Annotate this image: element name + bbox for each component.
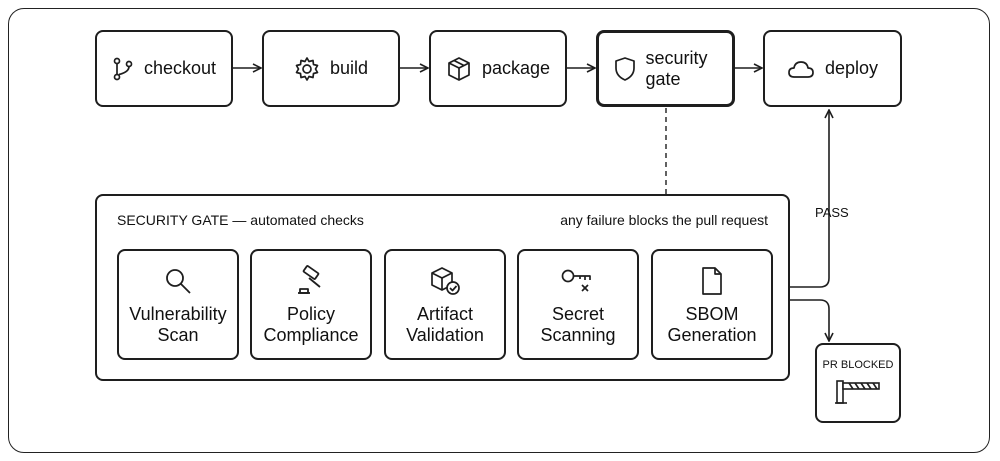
arrow-pass-to-deploy — [790, 110, 829, 288]
security-gate-panel: SECURITY GATE — automated checks any fai… — [95, 194, 790, 381]
barrier-icon — [834, 377, 882, 405]
check-sbom-generation[interactable]: SBOM Generation — [651, 249, 773, 360]
stage-build[interactable]: build — [262, 30, 400, 107]
check-secret-scanning[interactable]: Secret Scanning — [517, 249, 639, 360]
box-icon — [446, 56, 472, 82]
shield-icon — [614, 56, 636, 82]
stage-label: deploy — [824, 58, 879, 78]
magnifier-icon — [163, 264, 193, 298]
document-icon — [700, 264, 724, 298]
check-label: Policy Compliance — [263, 304, 359, 345]
stage-deploy[interactable]: deploy — [763, 30, 902, 107]
stage-label: checkout — [143, 58, 217, 78]
arrow-fail-to-blocked — [790, 299, 829, 341]
check-artifact-validation[interactable]: Artifact Validation — [384, 249, 506, 360]
panel-note: any failure blocks the pull request — [560, 212, 768, 228]
stage-package[interactable]: package — [429, 30, 567, 107]
stage-label: package — [481, 58, 551, 78]
check-label: Artifact Validation — [406, 304, 484, 345]
check-vulnerability-scan[interactable]: Vulnerability Scan — [117, 249, 239, 360]
gear-icon — [294, 56, 320, 82]
check-policy-compliance[interactable]: Policy Compliance — [250, 249, 372, 360]
cloud-icon — [787, 59, 815, 79]
git-branch-icon — [112, 57, 134, 81]
key-x-icon — [560, 264, 596, 298]
pass-label: PASS — [815, 205, 849, 220]
check-label: Vulnerability Scan — [129, 304, 227, 345]
panel-title: SECURITY GATE — automated checks — [117, 212, 364, 228]
box-check-icon — [428, 264, 462, 298]
pr-blocked-box: PR BLOCKED — [815, 343, 901, 423]
pr-blocked-label: PR BLOCKED — [822, 359, 894, 371]
stage-security-gate[interactable]: security gate — [596, 30, 735, 107]
gavel-icon — [295, 264, 327, 298]
check-label: SBOM Generation — [667, 304, 757, 345]
stage-label: build — [329, 58, 369, 78]
check-label: Secret Scanning — [540, 304, 616, 345]
stage-checkout[interactable]: checkout — [95, 30, 233, 107]
stage-label: security gate — [645, 47, 708, 89]
